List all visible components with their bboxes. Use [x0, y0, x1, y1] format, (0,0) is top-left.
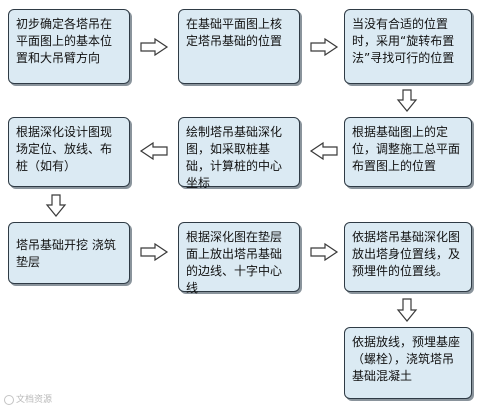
flow-step-10-text: 依据放线，预埋基座（螺栓），浇筑塔吊基础混凝土 [352, 335, 461, 383]
flow-step-5-text: 绘制塔吊基础深化图，如采取桩基础，计算桩的中心坐标 [186, 125, 283, 190]
watermark: 文档资源 [4, 394, 52, 406]
arrow-left-step4-to-step5 [309, 141, 338, 161]
arrow-down-step6-to-step7 [45, 194, 67, 217]
flow-step-3-text: 当没有合适的位置时，采用“旋转布置法”寻找可行的位置 [352, 17, 455, 65]
arrow-down-step9-to-step10 [396, 298, 418, 322]
flow-step-7-text: 塔吊基础开挖 浇筑垫层 [16, 238, 116, 269]
flow-step-9: 依据塔吊基础深化图放出塔身位置线，及预埋件的位置线。 [344, 222, 472, 292]
flow-step-6: 根据深化设计图现场定位、放线、布桩（如有） [8, 117, 130, 187]
arrow-left-step5-to-step6 [139, 141, 168, 161]
arrow-right-step7-to-step8 [140, 242, 169, 262]
flow-step-10: 依据放线，预埋基座（螺栓），浇筑塔吊基础混凝土 [344, 327, 472, 399]
flow-step-3: 当没有合适的位置时，采用“旋转布置法”寻找可行的位置 [344, 9, 472, 84]
flow-step-4-text: 根据基础图上的定位，调整施工总平面布置图上的位置 [352, 125, 461, 173]
flow-step-5: 绘制塔吊基础深化图，如采取桩基础，计算桩的中心坐标 [178, 117, 300, 190]
flow-step-6-text: 根据深化设计图现场定位、放线、布桩（如有） [16, 125, 113, 173]
flow-step-8: 根据深化图在垫层面上放出塔吊基础的边线、十字中心线 [178, 222, 300, 295]
watermark-text: 文档资源 [16, 395, 53, 405]
arrow-down-step3-to-step4 [396, 89, 418, 112]
flow-step-7: 塔吊基础开挖 浇筑垫层 [8, 222, 130, 284]
flow-step-8-text: 根据深化图在垫层面上放出塔吊基础的边线、十字中心线 [186, 230, 283, 295]
arrow-right-step8-to-step9 [310, 242, 339, 262]
flow-step-2: 在基础平面图上核定塔吊基础的位置 [178, 9, 300, 84]
flow-step-1-text: 初步确定各塔吊在平面图上的基本位置和大吊臂方向 [16, 17, 113, 65]
arrow-right-step2-to-step3 [310, 37, 339, 57]
flow-step-1: 初步确定各塔吊在平面图上的基本位置和大吊臂方向 [8, 9, 130, 84]
watermark-logo-icon [4, 395, 14, 405]
flow-step-2-text: 在基础平面图上核定塔吊基础的位置 [186, 17, 283, 48]
flow-step-4: 根据基础图上的定位，调整施工总平面布置图上的位置 [344, 117, 472, 187]
arrow-right-step1-to-step2 [140, 37, 169, 57]
flow-step-9-text: 依据塔吊基础深化图放出塔身位置线，及预埋件的位置线。 [352, 230, 461, 278]
